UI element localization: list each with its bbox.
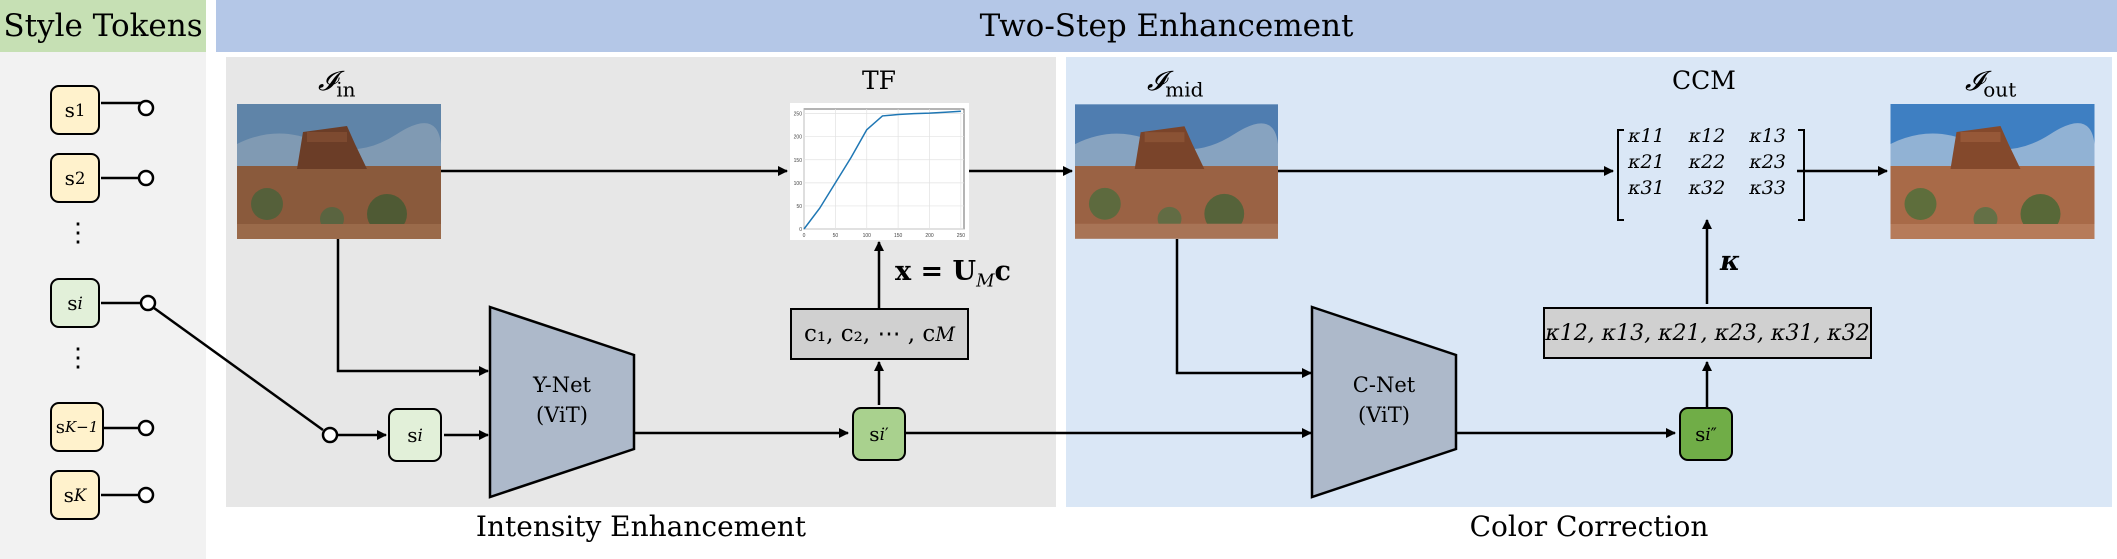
tf-xtick-label: 200 — [925, 233, 934, 239]
mid-image-label: 𝓘mid — [1147, 66, 1204, 102]
color-section-label: Color Correction — [1469, 510, 1709, 543]
basis-equation: x = UMc — [895, 256, 1011, 292]
token-base: s — [64, 98, 75, 122]
tf-plot-background — [790, 103, 969, 240]
ccm-params-box: κ12, κ13, κ21, κ23, κ31, κ32 — [1543, 307, 1872, 359]
tf-ytick-label: 200 — [794, 135, 803, 141]
token-2-port — [137, 169, 155, 187]
tf-curve — [803, 110, 961, 230]
input-image — [237, 104, 441, 239]
matrix-cell: κ23 — [1749, 151, 1786, 173]
tf-ytick-label: 250 — [794, 112, 803, 118]
token-sub: i — [77, 293, 83, 313]
token-sub: K — [73, 485, 87, 505]
mid-image — [1075, 104, 1278, 239]
token-sub: K−1 — [64, 418, 99, 436]
selector-switch — [321, 426, 339, 444]
selector-line — [153, 306, 324, 432]
style-tokens-title: Style Tokens — [0, 0, 206, 52]
matrix-cell: κ21 — [1628, 151, 1665, 173]
ellipsis-bottom: ⋮ — [65, 343, 91, 373]
token-k-port — [137, 486, 155, 504]
token-base: s — [63, 483, 74, 507]
matrix-cell: κ33 — [1749, 177, 1786, 199]
token-base: s — [55, 416, 65, 438]
ynet-shape — [488, 305, 636, 499]
ynet-arch: (ViT) — [536, 403, 588, 427]
tf-ytick-label: 100 — [794, 181, 803, 187]
matrix-cell: κ22 — [1688, 151, 1726, 173]
cnet-label: C-Net (ViT) — [1312, 370, 1456, 430]
input-image-label: 𝓘in — [318, 66, 356, 102]
ellipsis-top: ⋮ — [65, 218, 91, 248]
matrix-cell: κ13 — [1749, 125, 1786, 147]
intensity-section-label: Intensity Enhancement — [475, 510, 807, 543]
style-tokens-panel — [0, 0, 206, 559]
ccm-label: CCM — [1672, 66, 1736, 95]
tf-xtick-label: 150 — [894, 233, 903, 239]
mid-to-cnet-arrow — [1175, 239, 1312, 378]
tf-ytick-label: 150 — [794, 158, 803, 164]
matrix-cell: κ12 — [1688, 125, 1726, 147]
token-base: s — [64, 166, 75, 190]
tf-plot: 0 50 100 150 200 250 0 50 100 150 200 250 — [790, 103, 969, 240]
tf-ytick-label: 0 — [799, 227, 802, 233]
cnet-arch: (ViT) — [1358, 403, 1410, 427]
matrix-brackets — [1617, 129, 1805, 221]
tf-label: TF — [862, 66, 897, 95]
ynet-name: Y-Net — [533, 373, 591, 397]
cnet-shape — [1310, 305, 1458, 499]
token-base: s — [67, 291, 78, 315]
matrix-cell: κ11 — [1628, 125, 1665, 147]
ynet-label: Y-Net (ViT) — [490, 370, 634, 430]
token-i-port — [139, 294, 157, 312]
output-image — [1890, 104, 2095, 239]
token-k1-port — [137, 419, 155, 437]
tf-xtick-label: 250 — [957, 233, 966, 239]
token-sub: 2 — [74, 168, 86, 188]
output-image-label: 𝓘out — [1965, 66, 2017, 102]
token-1-port — [137, 99, 155, 117]
cnet-name: C-Net — [1352, 373, 1416, 397]
matrix-cell: κ31 — [1628, 177, 1665, 199]
tf-xtick-label: 0 — [803, 233, 806, 239]
input-to-ynet-arrow — [336, 239, 489, 376]
token-sub: 1 — [74, 100, 86, 120]
tf-ytick-label: 50 — [796, 204, 802, 210]
two-step-title: Two-Step Enhancement — [216, 0, 2117, 52]
kappa-label: κ — [1720, 246, 1741, 277]
matrix-table: κ11 κ12 κ13 κ21 κ22 κ23 κ31 κ32 κ33 — [1616, 123, 1798, 201]
matrix-cell: κ32 — [1688, 177, 1726, 199]
tf-xtick-label: 100 — [863, 233, 872, 239]
tf-xtick-label: 50 — [833, 233, 839, 239]
